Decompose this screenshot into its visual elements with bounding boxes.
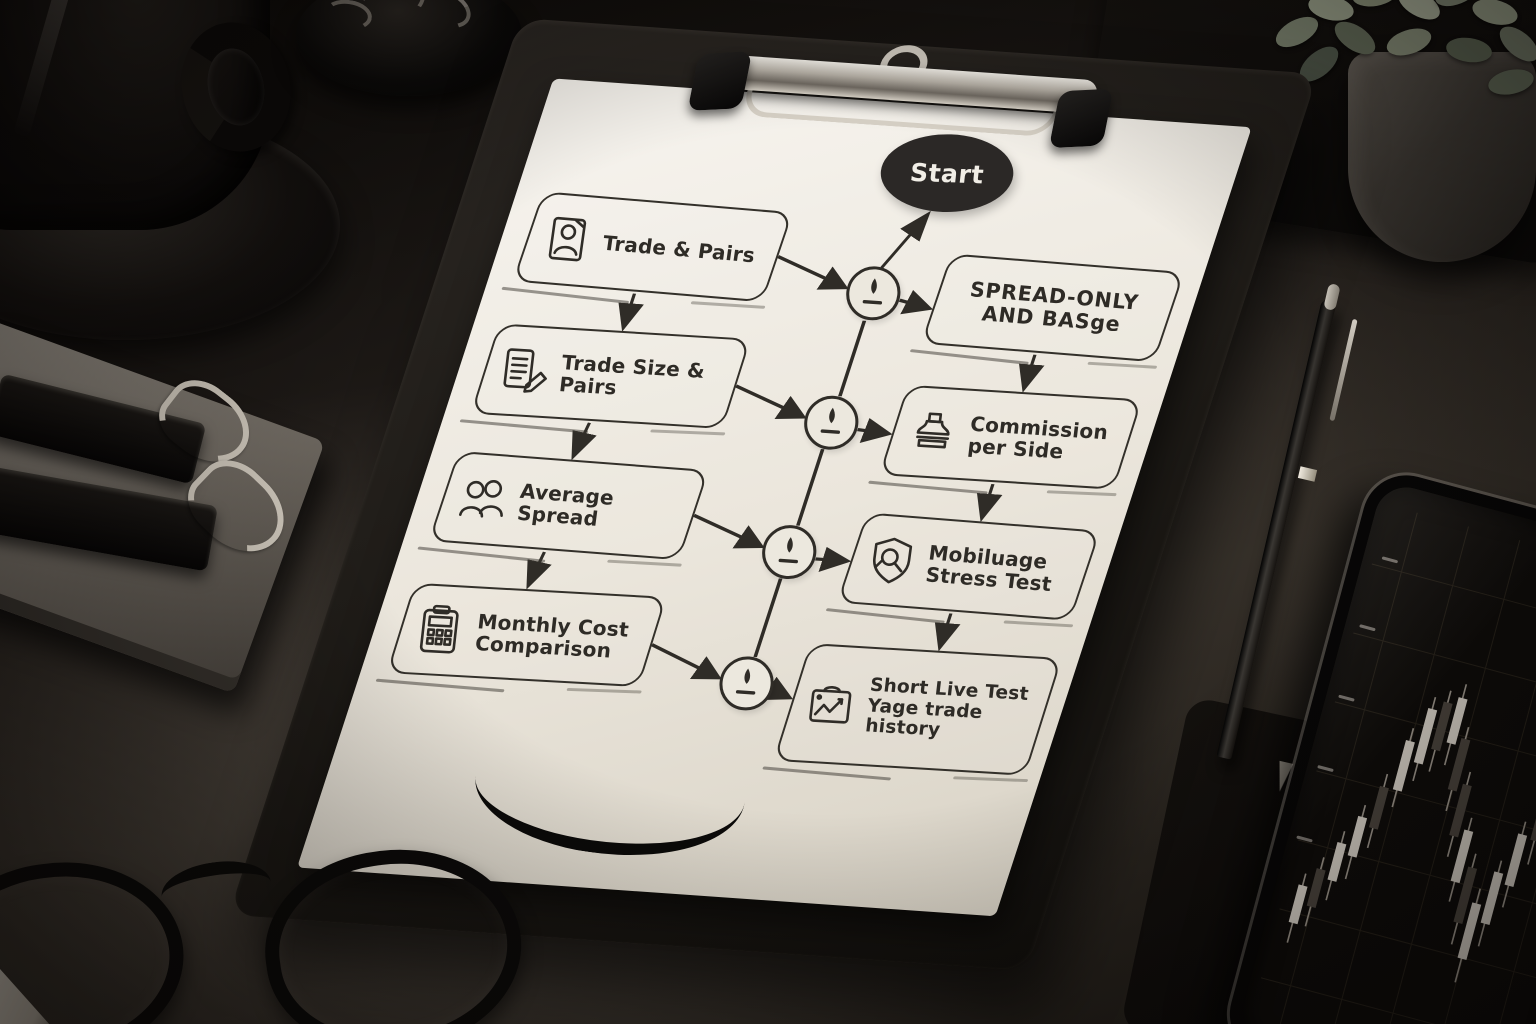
- calculator-icon: [412, 603, 470, 657]
- stamp-icon: [904, 405, 962, 460]
- chart-clipboard-icon: [803, 677, 861, 732]
- plant-leaves: [1268, 0, 1536, 136]
- node-label: Commission per Side: [966, 411, 1110, 464]
- node-commission-per-side: Commission per Side: [878, 384, 1143, 490]
- exclamation-icon: [862, 278, 883, 305]
- node-label: Average Spread: [515, 478, 616, 531]
- exclamation-icon: [820, 407, 841, 434]
- pen-clip: [1329, 318, 1358, 422]
- exclamation-icon: [735, 668, 756, 695]
- pen-band: [1297, 466, 1318, 482]
- node-average-spread: Average Spread: [428, 450, 710, 561]
- node-label: Monthly Cost Comparison: [474, 608, 631, 663]
- lens: [0, 846, 197, 1024]
- node-label: Trade Size & Pairs: [558, 349, 707, 400]
- lens: [252, 833, 535, 1024]
- node-label: Trade & Pairs: [601, 230, 757, 268]
- cup-highlight: [12, 0, 76, 139]
- node-monthly-cost-comparison: Monthly Cost Comparison: [386, 582, 667, 688]
- document-pen-icon: [496, 344, 554, 399]
- node-spread-only: SPREAD-ONLY AND BASge: [920, 253, 1185, 363]
- chain-link: [411, 0, 477, 36]
- node-label: Mobiluage Stress Test: [924, 540, 1054, 597]
- id-badge-icon: [538, 212, 597, 268]
- glasses-bridge: [158, 854, 275, 924]
- node-short-live-test: Short Live Test Yage trade history: [773, 643, 1063, 776]
- exclamation-icon: [778, 537, 798, 564]
- node-stress-test: Mobiluage Stress Test: [836, 512, 1101, 621]
- people-icon: [454, 471, 513, 527]
- start-label: Start: [908, 157, 986, 189]
- node-label: Short Live Test Yage trade history: [864, 674, 1030, 742]
- shield-magnifier-icon: [862, 533, 921, 589]
- node-label: SPREAD-ONLY AND BASge: [968, 277, 1141, 337]
- node-trade-size-pairs: Trade Size & Pairs: [470, 323, 752, 430]
